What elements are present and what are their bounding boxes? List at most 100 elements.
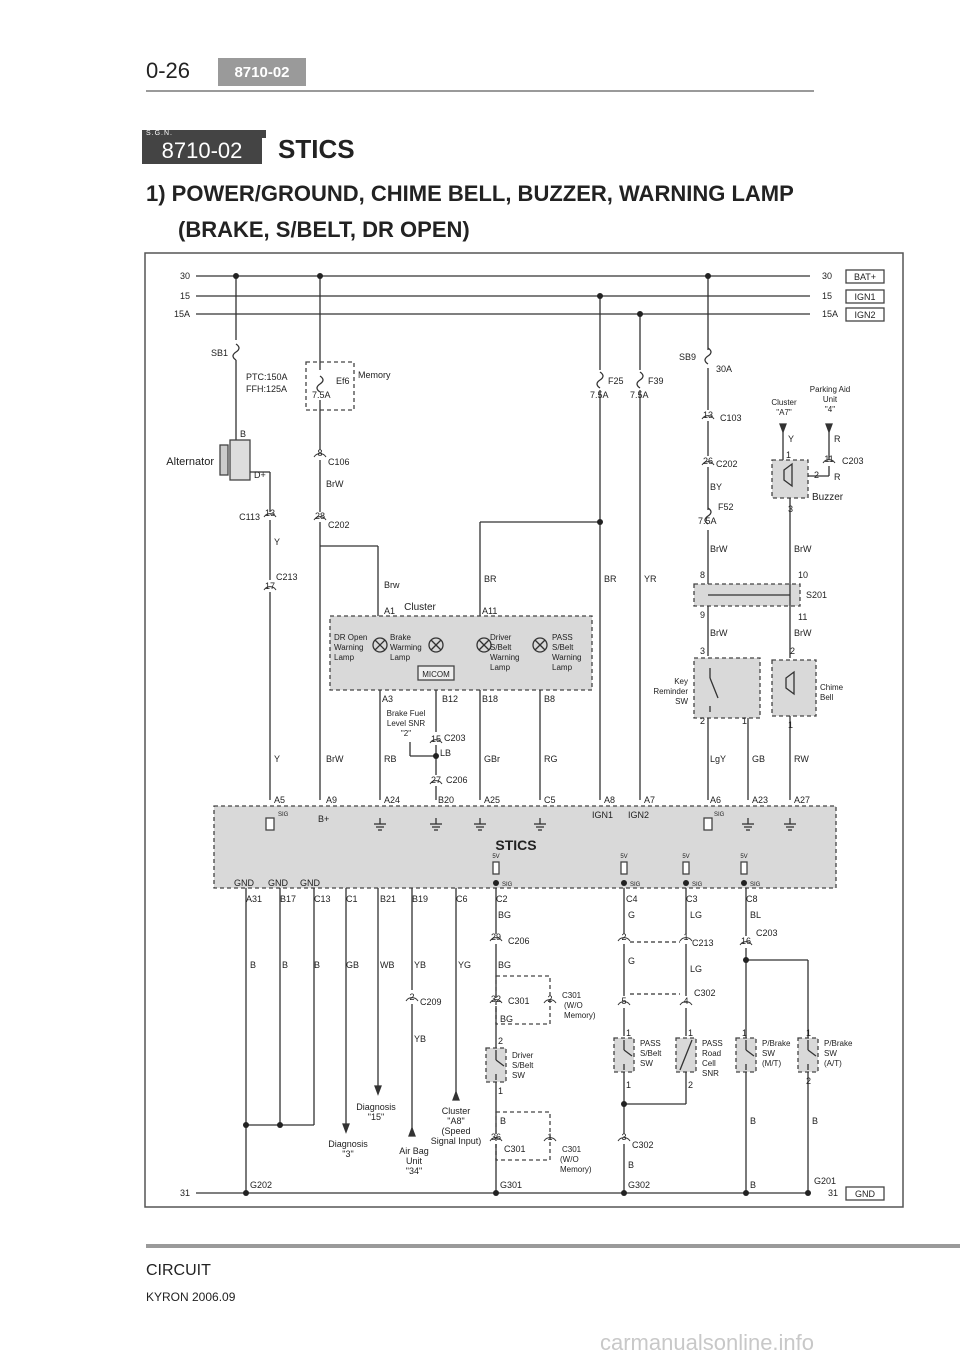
connector-pin bbox=[429, 780, 443, 785]
resistor-icon bbox=[740, 861, 748, 875]
label: Y bbox=[274, 754, 280, 764]
label: 9 bbox=[700, 610, 705, 620]
label: C302 bbox=[632, 1140, 654, 1150]
label: "15" bbox=[368, 1112, 384, 1122]
label: 31 bbox=[180, 1188, 190, 1198]
label: C1 bbox=[346, 894, 358, 904]
label: R bbox=[834, 434, 841, 444]
pin-number: 4 bbox=[683, 996, 688, 1006]
label: 2 bbox=[814, 470, 819, 480]
label: 1 bbox=[626, 1028, 631, 1038]
label: Level SNR bbox=[387, 719, 425, 728]
label: Alternator bbox=[166, 456, 214, 468]
label: Unit bbox=[406, 1156, 423, 1166]
label: RG bbox=[544, 754, 558, 764]
label: (W/O bbox=[564, 1001, 583, 1010]
label: SNR bbox=[702, 1069, 719, 1078]
label: LG bbox=[690, 910, 702, 920]
label: FFH:125A bbox=[246, 384, 287, 394]
label: A7 bbox=[644, 795, 655, 805]
label: A9 bbox=[326, 795, 337, 805]
label: Diagnosis bbox=[328, 1139, 368, 1149]
label: B+ bbox=[318, 814, 329, 824]
fuse-symbol bbox=[636, 371, 644, 389]
label: GB bbox=[346, 960, 359, 970]
label: F52 bbox=[718, 502, 734, 512]
label: B bbox=[812, 1116, 818, 1126]
pin-number: 16 bbox=[741, 936, 751, 946]
label: C202 bbox=[328, 520, 350, 530]
label: G302 bbox=[628, 1180, 650, 1190]
label: 15 bbox=[180, 291, 190, 301]
junction-dot bbox=[243, 1190, 249, 1196]
label: PASS bbox=[702, 1039, 723, 1048]
pin-number: 1 bbox=[547, 1132, 552, 1142]
label: Lamp bbox=[490, 663, 511, 672]
pin-number: 11 bbox=[824, 454, 833, 464]
arrow-icon bbox=[342, 1123, 350, 1134]
label: Reminder bbox=[653, 687, 688, 696]
label: (M/T) bbox=[762, 1059, 781, 1068]
label: B bbox=[628, 1160, 634, 1170]
label: B17 bbox=[280, 894, 296, 904]
label: Parking Aid bbox=[810, 385, 850, 394]
alternator-body bbox=[219, 444, 229, 476]
label: Brw bbox=[384, 580, 400, 590]
arrow-icon bbox=[452, 1090, 460, 1101]
label: 7.5A bbox=[312, 390, 331, 400]
label: IGN2 bbox=[628, 810, 649, 820]
label: 1 bbox=[806, 1028, 811, 1038]
label: 7.5A bbox=[698, 516, 717, 526]
label: 1 bbox=[688, 1028, 693, 1038]
label: 3 bbox=[788, 504, 793, 514]
connector-pin bbox=[701, 415, 715, 420]
label: BAT+ bbox=[854, 272, 876, 282]
chime-icon bbox=[785, 670, 795, 696]
junction-dot bbox=[433, 753, 439, 759]
label: C13 bbox=[314, 894, 331, 904]
pin-number: 2 bbox=[621, 932, 626, 942]
footer-section: CIRCUIT bbox=[146, 1262, 211, 1279]
label: C103 bbox=[720, 413, 742, 423]
label: 10 bbox=[798, 570, 808, 580]
c301-alt-box bbox=[495, 1111, 551, 1161]
label: A6 bbox=[710, 795, 721, 805]
label: STICS bbox=[495, 837, 536, 853]
label: Warning bbox=[490, 653, 520, 662]
junction-dot bbox=[743, 1190, 749, 1196]
fuse-symbol bbox=[596, 371, 604, 389]
label: Signal Input) bbox=[431, 1136, 482, 1146]
connector-pin bbox=[429, 739, 443, 744]
label: MICOM bbox=[422, 670, 450, 679]
pass-belt-switch bbox=[623, 1049, 633, 1057]
pin-number: 2 bbox=[547, 994, 552, 1004]
label: Warning bbox=[552, 653, 582, 662]
lamp-icon bbox=[478, 639, 490, 651]
label: YB bbox=[414, 960, 426, 970]
label: YB bbox=[414, 1034, 426, 1044]
rail-tag bbox=[845, 307, 885, 322]
label: 15A bbox=[822, 309, 838, 319]
diagram-subtitle: 1) POWER/GROUND, CHIME BELL, BUZZER, WAR… bbox=[146, 176, 906, 248]
arrow-icon bbox=[825, 423, 833, 434]
pin-number: 17 bbox=[265, 581, 275, 591]
arrow-icon bbox=[408, 1126, 416, 1137]
pin-number: 36 bbox=[491, 1132, 501, 1142]
label: 5V bbox=[740, 854, 747, 860]
junction-dot bbox=[741, 880, 747, 886]
label: YR bbox=[644, 574, 657, 584]
connector-pin bbox=[313, 453, 327, 458]
lamp-icon bbox=[534, 639, 546, 651]
fuse-symbol bbox=[704, 347, 712, 365]
connector-pin bbox=[701, 461, 715, 466]
connector-pin bbox=[679, 937, 693, 942]
label: 30A bbox=[716, 364, 732, 374]
stics-box bbox=[213, 805, 837, 889]
label: A5 bbox=[274, 795, 285, 805]
pin-number: 15 bbox=[431, 734, 441, 744]
label: Memory) bbox=[560, 1165, 592, 1174]
lamp-icon bbox=[374, 639, 386, 651]
junction-dot bbox=[493, 1190, 499, 1196]
label: G bbox=[628, 956, 635, 966]
